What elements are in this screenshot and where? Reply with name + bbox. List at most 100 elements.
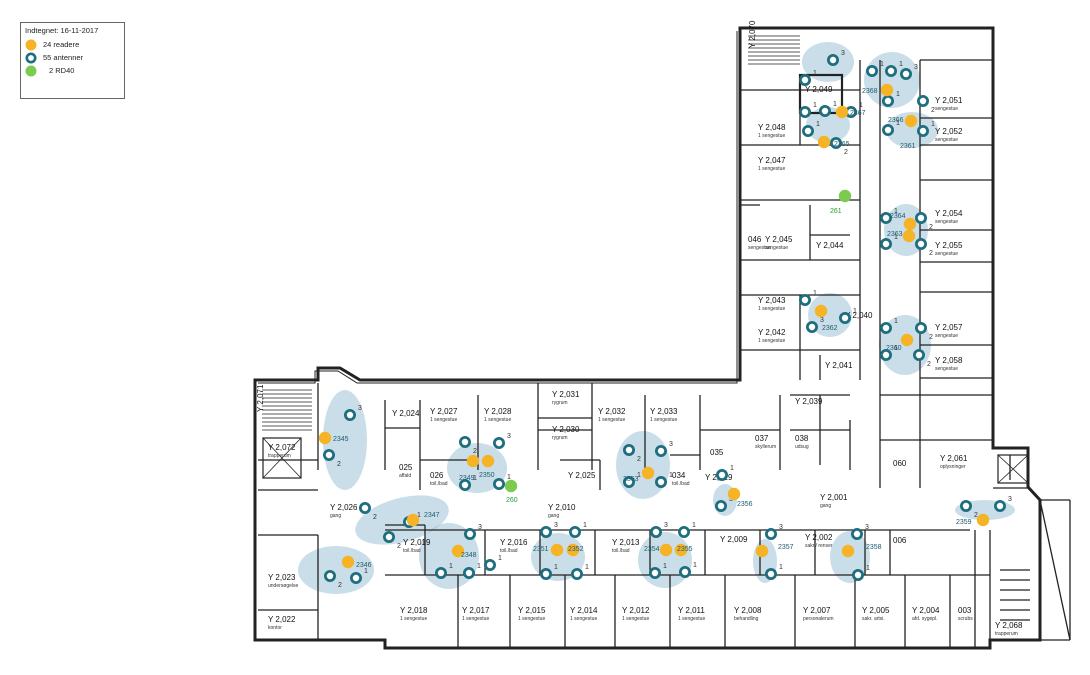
room-function: toil./bad (430, 481, 448, 487)
reader-marker (841, 544, 855, 558)
room-code: Y 2,033 (650, 407, 678, 416)
antenna-marker (540, 568, 553, 581)
antenna-number: 2 (473, 448, 477, 455)
antenna-marker (806, 320, 819, 333)
room-code: Y 2,002 (805, 533, 833, 542)
antenna-marker (678, 526, 691, 539)
reader-id: 2350 (479, 472, 495, 479)
room-function: toil./bad (612, 548, 630, 554)
room-code: Y 2,031 (552, 390, 580, 399)
antenna-marker (885, 65, 898, 78)
antenna-marker (463, 528, 476, 541)
room-function: 1 sengestue (758, 306, 785, 312)
legend: Indtegnet: 16-11-2017 24 readere 55 ante… (20, 22, 125, 99)
rd40-id: 261 (830, 208, 842, 215)
antenna-number: 1 (554, 564, 558, 571)
antenna-marker (866, 65, 879, 78)
antenna-number: 1 (637, 472, 641, 479)
room-code: Y 2,026 (330, 503, 358, 512)
antenna-number: 3 (554, 522, 558, 529)
room-code: Y 2,043 (758, 296, 786, 305)
reader-marker (466, 454, 480, 468)
room-code: Y 2,007 (803, 606, 831, 615)
room-code: Y 2,015 (518, 606, 546, 615)
room-function: gang (548, 513, 559, 519)
room-function: undersøgelse (268, 583, 299, 589)
antenna-number: 1 (813, 290, 817, 297)
antenna-marker (649, 567, 662, 580)
room-function: 1 sengestue (400, 616, 427, 622)
room-code: Y 2,040 (845, 311, 873, 320)
room-code: Y 2,049 (805, 85, 833, 94)
antenna-number: 1 (730, 465, 734, 472)
reader-id: 2359 (956, 519, 972, 526)
antenna-number: 3 (865, 524, 869, 531)
room-function: 1 sengestue (430, 417, 457, 423)
room-code: Y 2,019 (403, 538, 431, 547)
room-code: Y 2,012 (622, 606, 650, 615)
legend-item-readers: 24 readere (25, 38, 120, 51)
coverage-zone (298, 546, 374, 594)
room-function: 1 sengestue (758, 133, 785, 139)
reader-id: 2363 (887, 231, 903, 238)
elevator-cross (262, 437, 302, 479)
antenna-number: 3 (779, 524, 783, 531)
antenna-marker (960, 499, 973, 512)
reader-id: 2357 (778, 544, 794, 551)
room-function: sengestue (935, 106, 958, 112)
coverage-zone (323, 390, 367, 490)
antenna-number: 1 (692, 522, 696, 529)
antenna-marker (880, 348, 893, 361)
room-function: 1 sengestue (598, 417, 625, 423)
walls (253, 26, 1071, 650)
antenna-marker (880, 321, 893, 334)
reader-marker (755, 544, 769, 558)
room-code: 026 (430, 471, 444, 480)
antenna-marker (322, 448, 335, 461)
room-code: Y 2,016 (500, 538, 528, 547)
room-code: Y 2,011 (678, 606, 705, 615)
room-code: 035 (710, 448, 724, 457)
antenna-number: 2 (373, 514, 377, 521)
antenna-number: 1 (894, 208, 898, 215)
room-code: Y 2,022 (268, 615, 296, 624)
room-code: Y 2,004 (912, 606, 940, 615)
reader-id: 2349 (459, 475, 475, 482)
antenna-number: 3 (478, 524, 482, 531)
room-code: Y 2,070 (748, 20, 757, 48)
reader-id: 2365 (834, 141, 850, 148)
reader-marker (406, 513, 420, 527)
antenna-number: 3 (669, 441, 673, 448)
antenna-number: 1 (585, 564, 589, 571)
antenna-number: 1 (894, 234, 898, 241)
antenna-number: 2 (974, 512, 978, 519)
elevator-shaft (262, 437, 302, 479)
antenna-number: 1 (449, 563, 453, 570)
antenna-number: 3 (841, 50, 845, 57)
antenna-number: 2 (397, 543, 401, 550)
antenna-number: 3 (507, 433, 511, 440)
antenna-number: 2 (927, 361, 931, 368)
reader-id: 2347 (424, 512, 440, 519)
wall-line (1039, 499, 1071, 641)
antenna-marker (382, 531, 395, 544)
room-code: Y 2,047 (758, 156, 786, 165)
antenna-number: 3 (1008, 496, 1012, 503)
room-function: gang (820, 503, 831, 509)
room-function: 1 sengestue (678, 616, 705, 622)
antenna-marker (323, 570, 336, 583)
room-function: 1 sengestue (758, 166, 785, 172)
antenna-marker (839, 311, 852, 324)
room-code: Y 2,001 (820, 493, 848, 502)
antenna-number: 1 (364, 568, 368, 575)
antenna-number: 1 (693, 562, 697, 569)
reader-marker-icon (25, 39, 37, 50)
antenna-marker (917, 125, 930, 138)
antenna-number: 1 (816, 121, 820, 128)
antenna-marker (915, 321, 928, 334)
antenna-marker (799, 106, 812, 119)
antenna-number: 2 (929, 334, 933, 341)
reader-marker (902, 229, 916, 243)
room-function: sengestue (748, 245, 771, 251)
